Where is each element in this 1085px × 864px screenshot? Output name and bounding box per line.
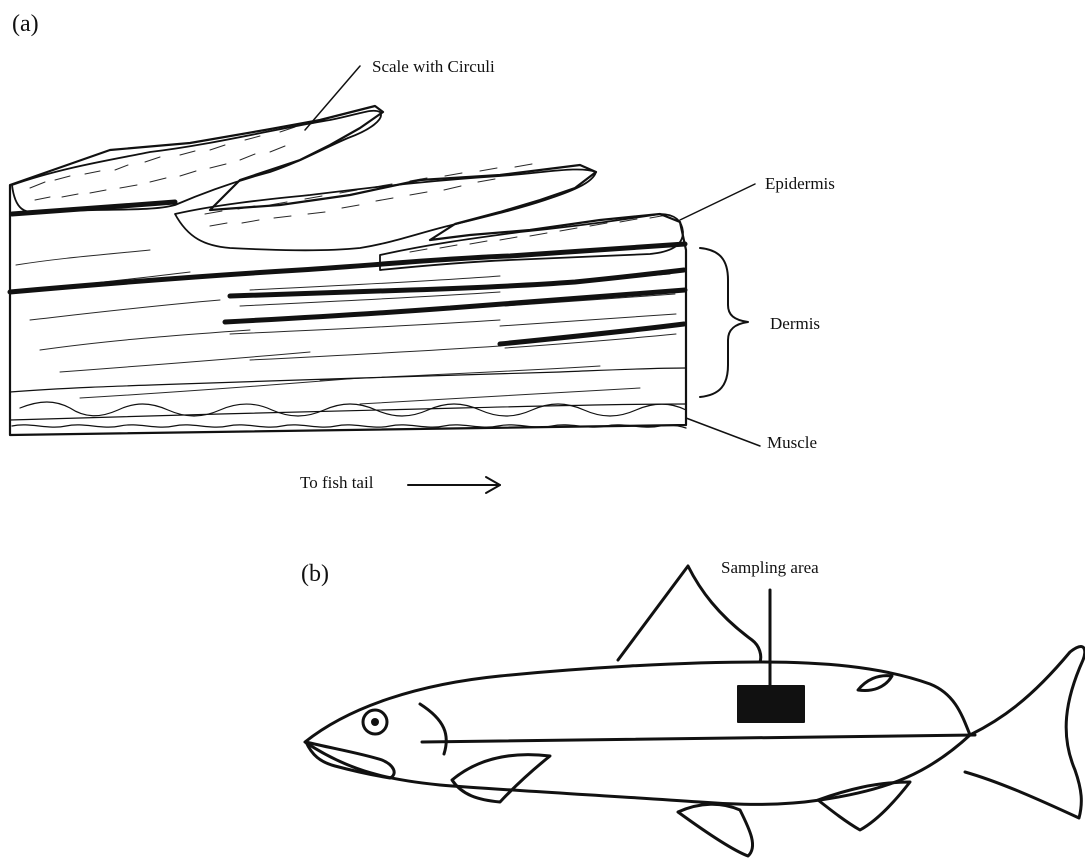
muscle-leader-line [686, 418, 760, 446]
dorsal-fin [618, 566, 761, 662]
fish-diagram [305, 566, 1085, 856]
mouth-line [306, 742, 394, 778]
muscle-texture [10, 368, 686, 428]
sampling-area-box [738, 686, 804, 722]
circuli-texture [16, 120, 676, 404]
scale-with-circuli-label: Scale with Circuli [372, 58, 495, 75]
fish-body [305, 662, 970, 804]
epidermis-leader-line [680, 184, 755, 220]
scale-upper [12, 111, 381, 213]
skin-outline [10, 106, 686, 435]
dermis-label: Dermis [770, 315, 820, 332]
anal-fin [818, 782, 910, 830]
caudal-fin [965, 647, 1085, 818]
gill-arc [420, 704, 446, 754]
pectoral-fin [452, 755, 550, 802]
lateral-line [422, 735, 975, 742]
panel-b-label: (b) [301, 562, 329, 586]
sampling-area-marker [738, 590, 804, 722]
sampling-area-label: Sampling area [721, 559, 819, 576]
direction-arrow [408, 477, 500, 493]
epidermis-label: Epidermis [765, 175, 835, 192]
skin-section-diagram [10, 66, 760, 446]
to-fish-tail-label: To fish tail [300, 474, 373, 491]
muscle-label: Muscle [767, 434, 817, 451]
dermis-brace [700, 248, 748, 397]
panel-a-label: (a) [12, 12, 39, 36]
adipose-fin [858, 676, 892, 691]
pelvic-fin [678, 804, 753, 856]
fish-pupil [371, 718, 379, 726]
